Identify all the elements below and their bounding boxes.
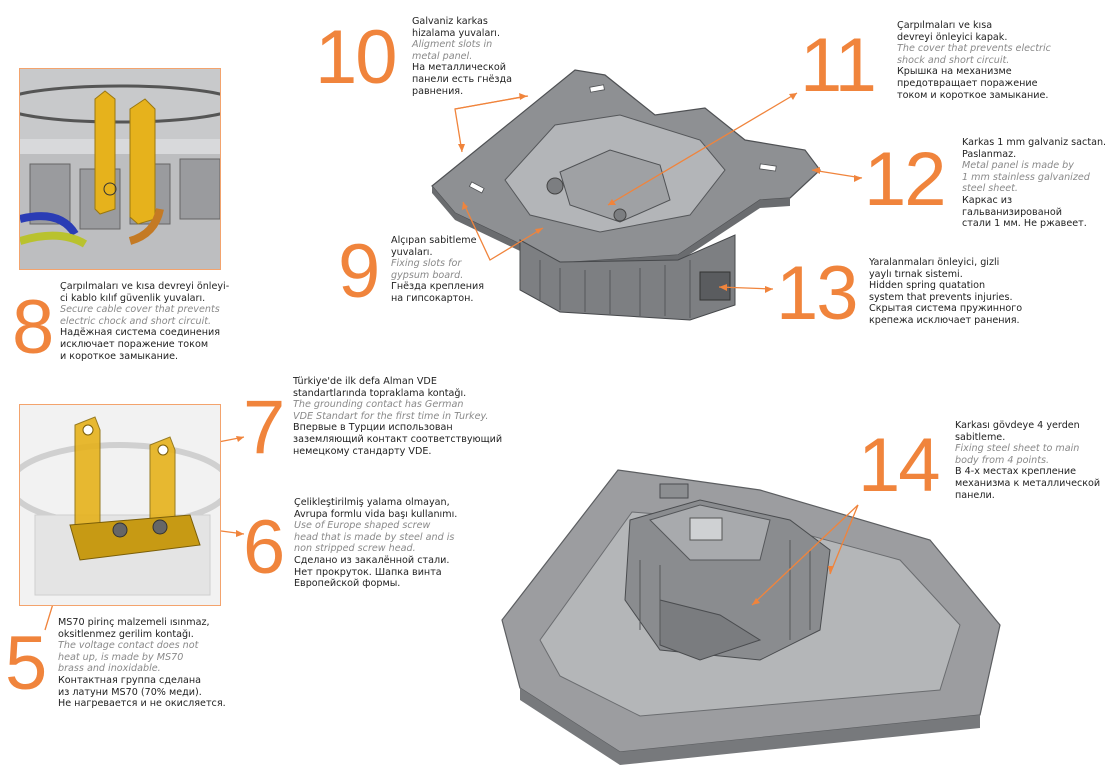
feature-text-en: The voltage contact does not heat up, is… — [58, 640, 199, 675]
feature-text-tr: Türkiye'de ilk defa Alman VDE standartla… — [293, 376, 467, 399]
feature-number-13: 13 — [776, 251, 859, 336]
feature-text-11: Çarpılmaları ve kısa devreyi önleyici ka… — [897, 20, 1077, 101]
contact-assembly-illustration — [20, 405, 220, 605]
feature-text-tr: Karkası gövdeye 4 yerden sabitleme. — [955, 420, 1080, 443]
feature-text-en: The grounding contact has German VDE Sta… — [293, 399, 489, 422]
feature-number-11: 11 — [800, 23, 877, 108]
feature-text-tr: MS70 pirinç malzemeli ısınmaz, oksitlenm… — [58, 617, 210, 640]
feature-text-13: Yaralanmaları önleyici, gizli yaylı tırn… — [869, 257, 1044, 327]
feature-text-ru: Каркас из гальванизированой стали 1 мм. … — [962, 194, 1087, 230]
feature-text-ru: Сделано из закалённой стали. Нет прокрут… — [294, 554, 450, 590]
feature-text-5: MS70 pirinç malzemeli ısınmaz, oksitlenm… — [58, 617, 233, 710]
feature-text-en: Use of Europe shaped screw head that is … — [294, 520, 455, 555]
feature-text-ru: На металлической панели есть гнёзда равн… — [412, 62, 513, 97]
feature-number-7: 7 — [243, 385, 285, 470]
feature-text-14: Karkası gövdeye 4 yerden sabitleme. Fixi… — [955, 420, 1105, 501]
feature-text-en: Metal panel is made by 1 mm stainless ga… — [962, 160, 1090, 195]
feature-text-ru: В 4-х местах крепление механизма к метал… — [955, 466, 1101, 501]
feature-text-en: Secure cable cover that prevents electri… — [60, 304, 220, 327]
feature-number-6: 6 — [243, 505, 285, 590]
feature-text-en: Fixing steel sheet to main body from 4 p… — [955, 443, 1080, 466]
socket-base-illustration — [501, 469, 1001, 765]
feature-text-tr: Çarpılmaları ve kısa devreyi önleyici ka… — [897, 20, 1008, 43]
feature-number-9: 9 — [338, 229, 380, 314]
feature-number-12: 12 — [864, 137, 947, 222]
feature-text-ru: Крышка на механизме предотвращает пораже… — [897, 66, 1049, 101]
feature-text-en: Fixing slots for gypsum board. — [391, 258, 464, 281]
feature-text-ru: Контактная группа сделана из латуни MS70… — [58, 674, 226, 710]
cable-cover-illustration — [20, 69, 220, 269]
feature-text-en: Aligment slots in metal panel. — [412, 39, 493, 62]
feature-text-tr: Çarpılmaları ve kısa devreyi önleyi- ci … — [60, 281, 230, 304]
metal-frame-illustration — [431, 69, 821, 321]
feature-text-ru: Надёжная система соединения исключает по… — [60, 327, 221, 362]
feature-number-14: 14 — [858, 423, 941, 508]
contact-assembly-photo — [19, 404, 221, 606]
feature-number-5: 5 — [5, 621, 47, 706]
feature-text-en: The cover that prevents electric shock a… — [897, 43, 1051, 66]
feature-text-ru: Гнёзда крепления на гипсокартон. — [391, 281, 485, 304]
feature-text-tr: Karkas 1 mm galvaniz sactan. Paslanmaz. — [962, 137, 1107, 160]
feature-text-ru: Hidden spring quatation system that prev… — [869, 280, 1023, 326]
feature-text-6: Çelikleştirilmiş yalama olmayan, Avrupa … — [294, 497, 469, 590]
feature-text-ru: Впервые в Турции использован заземляющий… — [293, 422, 503, 457]
feature-text-tr: Çelikleştirilmiş yalama olmayan, Avrupa … — [294, 497, 458, 520]
feature-number-8: 8 — [12, 285, 54, 370]
cable-cover-photo — [19, 68, 221, 270]
feature-text-tr: Alçıpan sabitleme yuvaları. — [391, 235, 477, 258]
feature-text-9: Alçıpan sabitleme yuvaları. Fixing slots… — [391, 235, 501, 305]
leader-lines — [44, 92, 863, 631]
feature-text-12: Karkas 1 mm galvaniz sactan. Paslanmaz. … — [962, 137, 1112, 230]
feature-text-tr: Yaralanmaları önleyici, gizli yaylı tırn… — [869, 257, 1000, 280]
feature-text-7: Türkiye'de ilk defa Alman VDE standartla… — [293, 376, 503, 457]
feature-text-8: Çarpılmaları ve kısa devreyi önleyi- ci … — [60, 281, 235, 362]
feature-text-tr: Galvaniz karkas hizalama yuvaları. — [412, 16, 500, 39]
feature-text-10: Galvaniz karkas hizalama yuvaları. Aligm… — [412, 16, 542, 97]
feature-number-10: 10 — [315, 15, 398, 100]
